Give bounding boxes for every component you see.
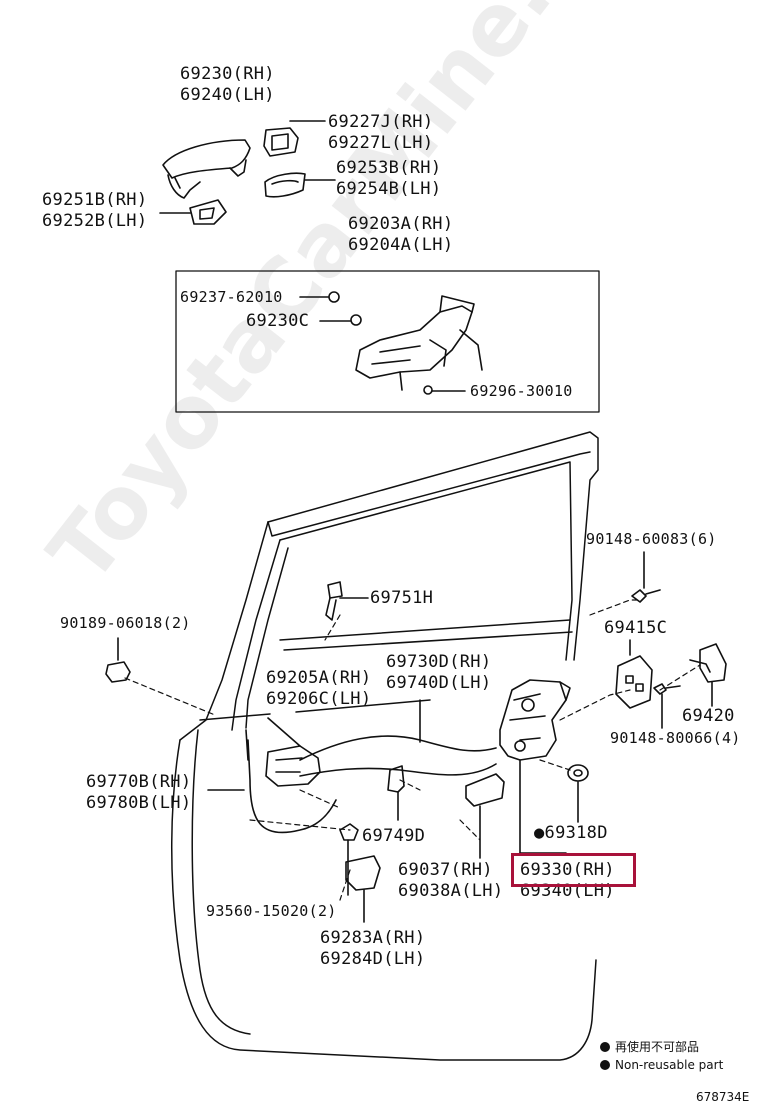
cover-front-drawing — [263, 127, 299, 157]
pad-drawing — [264, 172, 306, 198]
label-nut: 90189-06018(2) — [60, 614, 191, 632]
bullet-icon — [600, 1060, 610, 1070]
label-frame: 69203A(RH)69204A(LH) — [348, 214, 454, 255]
screw-e-drawing — [339, 823, 359, 841]
clip-b-drawing — [387, 765, 405, 793]
lock-assembly-drawing — [499, 679, 571, 761]
label-bolt-c: 90148-60083(6) — [586, 530, 717, 548]
legend: 再使用不可部品 Non-reusable part — [600, 1038, 723, 1074]
label-screw-d: 90148-80066(4) — [610, 729, 741, 747]
label-clip-b: 69749D — [362, 826, 426, 846]
door-panel-drawing — [170, 431, 599, 1061]
legend-text-en: Non-reusable part — [615, 1058, 724, 1072]
label-cable-a: 69730D(RH)69740D(LH) — [386, 652, 492, 693]
label-cover-b: 69283A(RH)69284D(LH) — [320, 928, 426, 969]
label-striker: 69420 — [682, 706, 735, 726]
bullet-icon — [600, 1042, 610, 1052]
outer-handle-drawing — [162, 139, 251, 199]
nut-drawing — [105, 661, 131, 683]
highlight-box — [511, 853, 636, 887]
label-outer-handle: 69230(RH)69240(LH) — [180, 64, 275, 105]
label-screw-b: 69296-30010 — [470, 382, 573, 400]
label-clip: 69230C — [246, 311, 310, 331]
cover-b-drawing — [345, 855, 381, 891]
cover-rear-drawing — [189, 199, 227, 225]
cylinder-drawing — [325, 581, 369, 621]
inner-handle-drawing — [265, 745, 321, 787]
label-pad: 69253B(RH)69254B(LH) — [336, 158, 442, 199]
plate-drawing — [615, 655, 653, 709]
legend-row-jp: 再使用不可部品 — [600, 1038, 723, 1056]
label-cover-front: 69227J(RH)69227L(LH) — [328, 112, 434, 153]
cables-drawing — [245, 699, 497, 834]
label-cable-b: 69770B(RH)69780B(LH) — [86, 772, 192, 813]
label-cylinder: 69751H — [370, 588, 434, 608]
label-bolt-a: 69237-62010 — [180, 288, 283, 306]
frame-mechanism-drawing — [328, 291, 483, 395]
label-inner-handle: 69205A(RH)69206C(LH) — [266, 668, 372, 709]
label-cover-rear: 69251B(RH)69252B(LH) — [42, 190, 148, 231]
legend-row-en: Non-reusable part — [600, 1056, 723, 1074]
seal-drawing — [567, 764, 589, 782]
legend-text-jp: 再使用不可部品 — [615, 1040, 700, 1054]
frame-box — [175, 270, 600, 413]
bolt-drawing — [631, 589, 661, 603]
label-seal: ●69318D — [534, 823, 608, 843]
lock-selector-drawing — [465, 773, 505, 807]
label-screw-e: 93560-15020(2) — [206, 902, 337, 920]
label-plate: 69415C — [604, 618, 668, 638]
figure-code: 678734E — [696, 1090, 750, 1104]
striker-drawing — [689, 643, 727, 683]
label-lock-selector: 69037(RH)69038A(LH) — [398, 860, 504, 901]
